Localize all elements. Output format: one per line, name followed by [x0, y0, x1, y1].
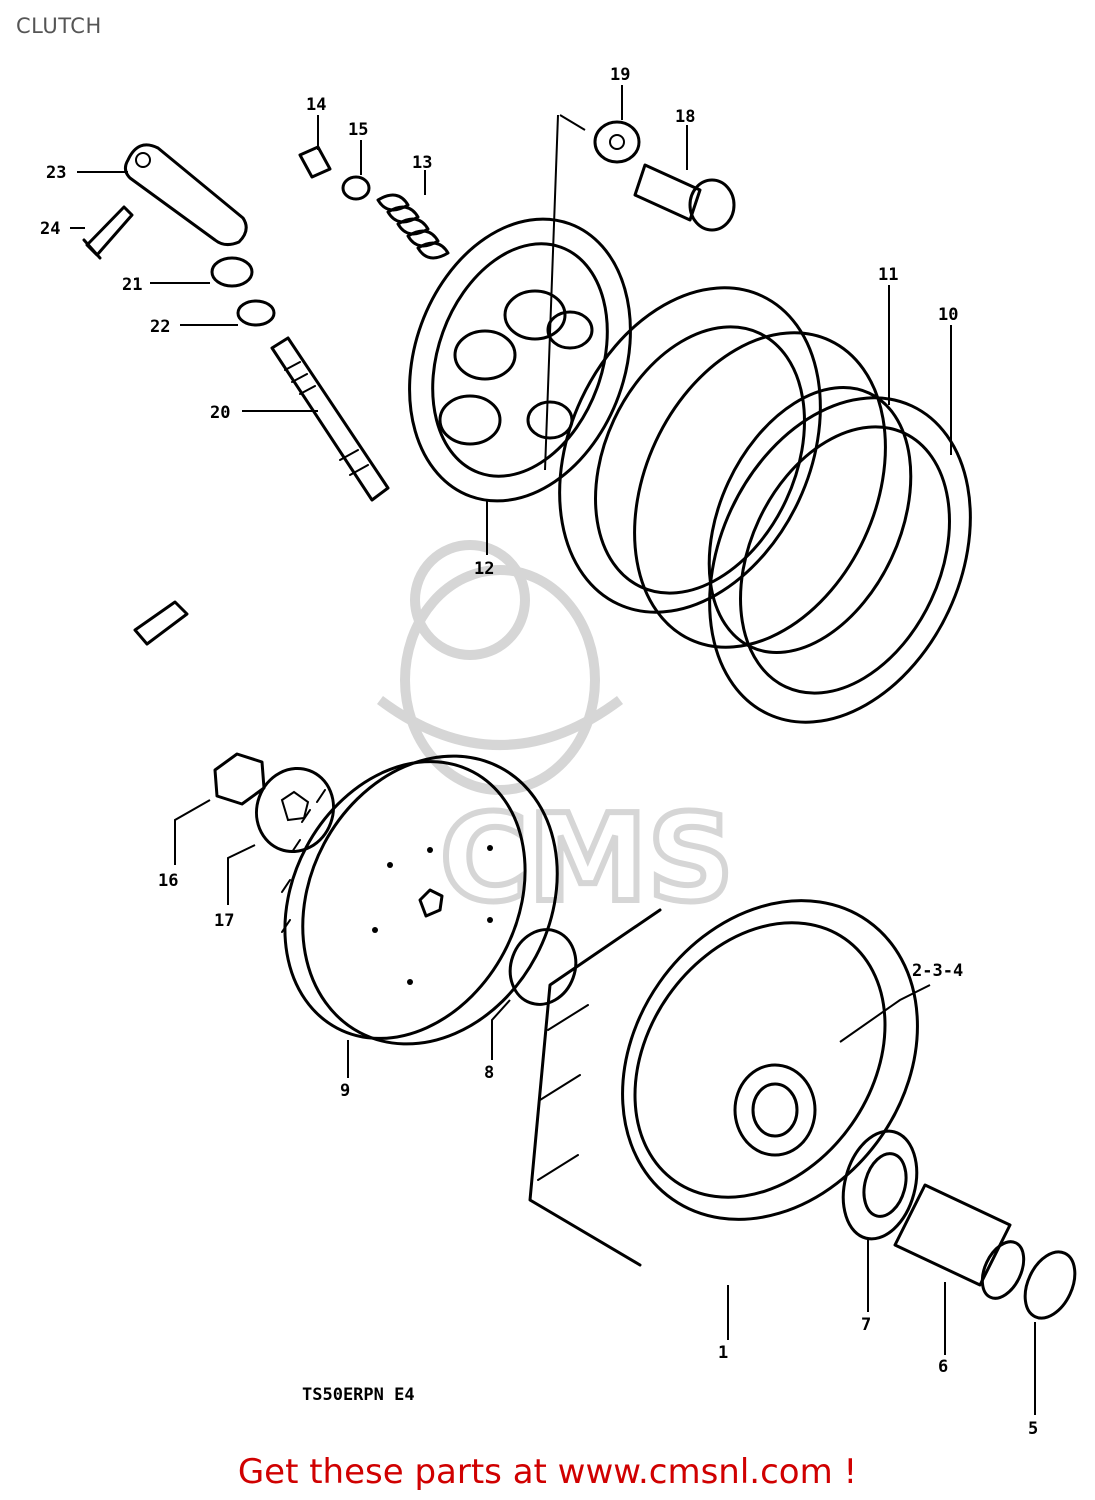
- label-12: 12: [474, 559, 494, 579]
- watermark-text: CMS: [440, 790, 734, 929]
- label-6: 6: [938, 1357, 948, 1377]
- part-9-clutch-hub: [281, 754, 559, 1046]
- part-6-spacer: [893, 1183, 1026, 1300]
- part-24-bolt: [82, 205, 134, 260]
- part-18-pushrod: [633, 163, 736, 232]
- cms-watermark: CMS: [377, 540, 737, 932]
- label-10: 10: [938, 305, 958, 325]
- label-2-3-4: 2-3-4: [912, 961, 963, 981]
- label-24: 24: [40, 219, 60, 239]
- part-7-primary-gear: [841, 1129, 919, 1241]
- label-11: 11: [878, 265, 898, 285]
- leader-lines: [70, 85, 1036, 1415]
- part-20-shaft: [270, 336, 390, 502]
- label-14: 14: [306, 95, 326, 115]
- part-13-spring: [376, 193, 450, 260]
- part-17-lock-washer: [255, 766, 335, 854]
- part-5-washer: [1023, 1250, 1077, 1320]
- footer-link[interactable]: Get these parts at www.cmsnl.com !: [237, 1452, 858, 1492]
- part-10-steel-plates: [707, 386, 972, 724]
- part-14-bolt: [298, 145, 332, 179]
- label-22: 22: [150, 317, 170, 337]
- part-1-clutch-housing: [528, 899, 919, 1267]
- part-23-lever: [123, 143, 248, 247]
- label-17: 17: [214, 911, 234, 931]
- label-7: 7: [861, 1315, 871, 1335]
- part-16-nut: [213, 752, 266, 806]
- loose-bolt-fragment: [133, 600, 189, 646]
- part-labels: 1 2-3-4 5 6 7 8 9 10 11 12 13 14 15 16 1…: [40, 65, 1038, 1439]
- page-title: CLUTCH: [16, 14, 102, 38]
- label-9: 9: [340, 1081, 350, 1101]
- part-19-washer: [593, 120, 641, 164]
- label-8: 8: [484, 1063, 494, 1083]
- label-16: 16: [158, 871, 178, 891]
- label-20: 20: [210, 403, 230, 423]
- label-15: 15: [348, 120, 368, 140]
- label-19: 19: [610, 65, 630, 85]
- part-22-washer: [236, 299, 276, 327]
- part-12-pressure-plate: [408, 217, 632, 503]
- part-11-friction-plates: [558, 286, 887, 649]
- label-18: 18: [675, 107, 695, 127]
- part-8-thrust-washer: [508, 928, 578, 1006]
- label-1: 1: [718, 1343, 728, 1363]
- label-23: 23: [46, 163, 66, 183]
- part-21-seal: [210, 256, 254, 288]
- label-21: 21: [122, 275, 142, 295]
- label-5: 5: [1028, 1419, 1038, 1439]
- label-13: 13: [412, 153, 432, 173]
- part-15-washer: [341, 175, 371, 201]
- model-code: TS50ERPN E4: [302, 1385, 415, 1405]
